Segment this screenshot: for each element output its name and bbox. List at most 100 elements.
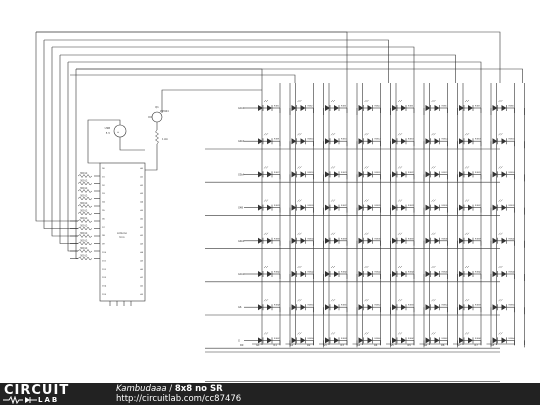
led-emission-arrows [297,265,302,269]
column-label: R6 [441,343,445,347]
led-emission-arrows [431,332,436,335]
mcu-pin-label: A2 [140,184,143,187]
led-label: RGB45 [408,272,414,274]
mcu-pin-label: A1 [140,226,143,229]
led-symbol [501,337,507,344]
led-symbol [392,204,397,211]
resistor-symbol [77,234,93,238]
resistor-value-label: 300 Ω [80,247,87,250]
led-symbol [425,271,431,277]
led-symbol [367,237,373,244]
pot-value: 1 kΩ [162,138,168,141]
left-bus-wire [43,40,78,229]
led-label: RGB14 [442,139,449,141]
resistor-symbol [77,189,93,193]
led-symbol [425,105,431,111]
resistor-value-label: 300 Ω [80,254,87,257]
led-symbol [468,304,473,311]
led-symbol [459,138,464,145]
led-symbol [325,105,330,111]
led-symbol [492,138,498,145]
led-symbol [367,337,373,344]
resistor-value-label: 300 Ω [80,172,87,175]
left-bus-wire [35,32,78,222]
resistor-value-label: 300 Ω [80,224,87,227]
led-symbol [291,204,297,211]
led-label: RGB46 [442,272,449,274]
author-name[interactable]: Kambudaaa [116,384,167,394]
source-value: 5 V [106,131,110,135]
led-symbol [468,105,473,111]
led-emission-arrows [364,265,369,269]
pot-wire [145,144,158,171]
circuit-url[interactable]: http://circuitlab.com/cc87476 [116,394,242,404]
led-emission-arrows [297,332,302,335]
column-label: G1 [256,343,260,347]
led-symbol [392,237,397,244]
led-symbol [325,271,330,277]
mcu-pin-label: A5 [140,209,143,212]
top-bus-wire [68,61,482,83]
led-symbol [325,204,330,211]
led-symbol [334,304,339,311]
led-emission-arrows [297,232,302,235]
source-polarity: + [117,130,120,134]
top-bus-wire [52,46,415,83]
led-label: RGB51 [341,305,347,307]
led-label: RGB49 [274,305,281,307]
led-emission-arrows [498,265,503,269]
mcu-pin-label: D11 [102,260,107,262]
led-label: RGB34 [308,238,315,240]
led-symbol [434,337,440,344]
led-label: RGB12 [375,139,381,141]
led-label: RGB56 [509,305,516,307]
led-symbol [267,304,272,311]
row-label: G6 [238,306,242,309]
led-emission-arrows [330,299,336,302]
column-label: G3 [323,343,327,347]
led-label: RGB3 [341,106,346,108]
led-symbol [459,304,464,311]
led-emission-arrows [464,199,470,202]
led-symbol [468,138,473,145]
led-label: RGB9 [274,139,280,141]
resistor-symbol [77,174,93,178]
led-symbol [358,105,364,111]
circuit-name[interactable]: 8x8 no SR [174,384,223,394]
led-emission-arrows [364,199,369,202]
led-symbol [358,138,364,145]
mcu-pin-label: D8 [102,235,106,237]
led-emission-arrows [263,332,269,335]
led-emission-arrows [397,332,403,335]
led-symbol [300,271,306,277]
led-label: RGB8 [509,106,515,108]
title-separator: / [166,384,175,394]
led-emission-arrows [364,99,369,103]
led-symbol [392,271,397,277]
led-symbol [300,171,306,178]
led-symbol [258,304,263,311]
led-symbol [492,204,498,211]
mcu-pin-label: A0 [140,268,143,271]
column-label: G6 [424,343,428,347]
top-bus-wire [60,54,456,83]
led-emission-arrows [263,133,269,136]
led-symbol [434,105,440,111]
led-emission-arrows [464,332,470,335]
transistor-wire [161,89,262,113]
led-symbol [367,304,373,311]
led-label: RGB29 [408,205,415,207]
led-symbol [367,171,373,178]
top-bus-wire [76,68,263,83]
led-label: RGB17 [274,172,280,174]
left-bus-wire [59,55,78,244]
led-label: RGB55 [475,305,481,307]
resistor-value-label: 300 Ω [80,217,87,220]
led-symbol [291,271,297,277]
led-symbol [267,138,272,145]
led-label: RGB16 [509,139,516,141]
row-label: G [238,339,240,342]
led-emission-arrows [364,232,369,235]
transistor-symbol [151,111,163,123]
row-label: G1b2 [238,273,245,276]
